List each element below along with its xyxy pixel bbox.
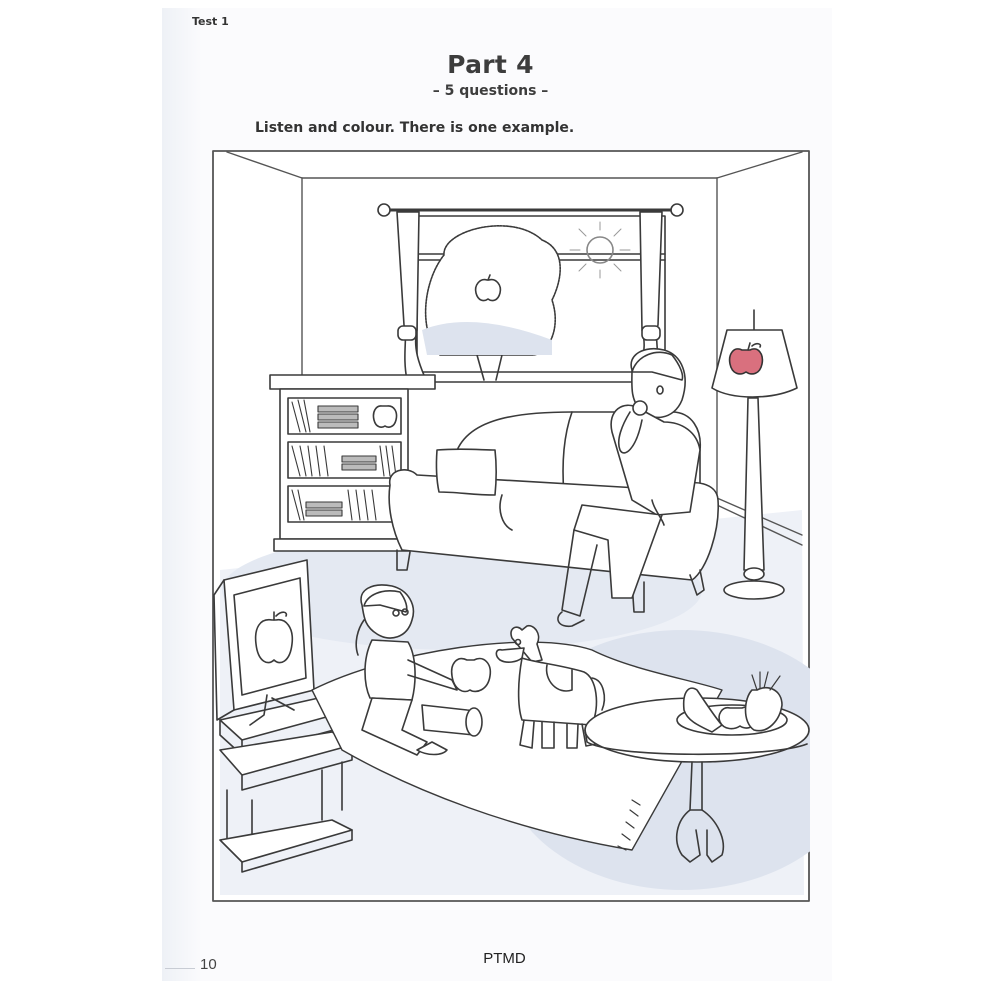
page-number-rule [165,968,195,969]
part-title: Part 4 [447,50,534,79]
question-count: – 5 questions – [432,83,549,99]
test-label: Test 1 [192,15,229,28]
bookcase [269,374,436,552]
example-apple-coloured [728,348,764,375]
rug [311,641,723,851]
tv-stand [219,694,353,873]
man [557,348,701,628]
instruction-text: Listen and colour. There is one example. [255,120,575,136]
fruit-bowl [676,671,788,736]
watermark-text: PTMD [483,950,526,967]
toy-horse [495,624,606,749]
television [213,559,315,726]
girl [355,584,492,756]
page-edge-shadow [162,8,202,981]
floor-lamp [711,309,798,600]
window [377,203,684,383]
page-number: 10 [200,956,217,973]
living-room-illustration [212,150,810,902]
